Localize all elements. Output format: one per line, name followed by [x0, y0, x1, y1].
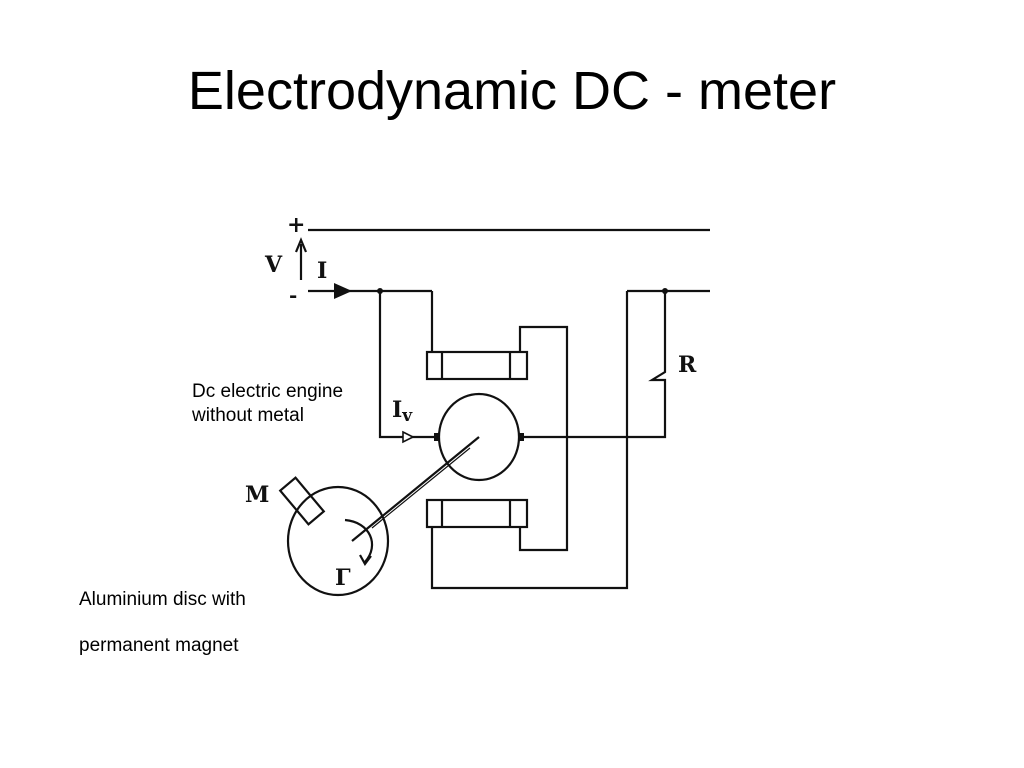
bottom-field-coil	[425, 498, 529, 529]
field-wire-return	[430, 291, 629, 590]
rotor-shaft-inner	[371, 447, 471, 529]
engine-caption-line2: without metal	[192, 404, 304, 426]
voltage-label: V	[264, 252, 283, 278]
current-arrow-icon	[334, 283, 352, 299]
slide-title: Electrodynamic DC - meter	[187, 61, 837, 121]
engine-caption-line1: Dc electric engine	[192, 381, 344, 402]
voltage-arrow-head-icon	[294, 237, 308, 253]
minus-label: -	[289, 283, 297, 307]
resistor-symbol	[648, 291, 667, 385]
disc-caption-line1: Aluminium disc with	[79, 589, 246, 610]
rotation-arrowhead-icon	[359, 554, 372, 567]
top-field-coil	[425, 350, 529, 381]
magnet-label: M	[245, 482, 269, 508]
disc-caption-line2: permanent magnet	[79, 635, 239, 656]
torque-label: Γ	[335, 565, 351, 591]
armature-wire-right	[524, 385, 667, 439]
aluminium-disc	[286, 485, 390, 597]
brush-left	[434, 433, 440, 441]
armature-current-label: Iv	[392, 397, 413, 426]
brush-right	[518, 433, 524, 441]
rotation-arrow-icon	[344, 518, 374, 563]
engine-caption: Dc electric engine without metal	[192, 380, 343, 428]
rotor-shaft	[351, 436, 480, 542]
armature-current-arrow-icon	[402, 430, 415, 444]
permanent-magnet	[278, 476, 326, 526]
plus-label: +	[287, 212, 305, 238]
armature-wire-left	[378, 291, 438, 439]
current-label: I	[317, 258, 327, 284]
coil-yoke	[518, 325, 569, 552]
resistor-label: R	[678, 352, 697, 378]
